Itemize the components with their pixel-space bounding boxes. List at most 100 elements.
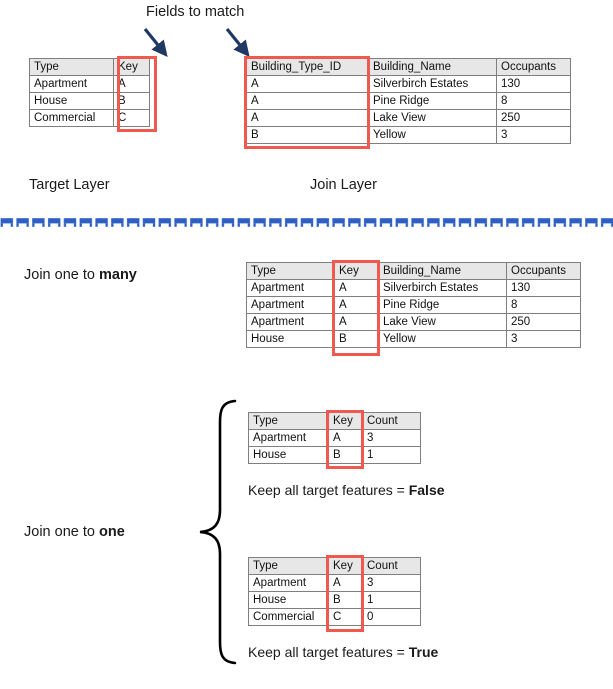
table-row: A Pine Ridge 8	[246, 92, 571, 110]
join-one-to-many-label: Join one to many	[24, 267, 137, 284]
cell-type: House	[29, 92, 114, 110]
keep-all-value: False	[408, 482, 445, 498]
join-one-to-one-label: Join one to one	[24, 524, 125, 541]
cell-type: Apartment	[29, 75, 114, 93]
target-layer-table: Type Key Apartment A House B Commercial …	[29, 58, 150, 127]
cell-building-type-id: A	[246, 92, 369, 110]
cell-occupants: 130	[506, 279, 581, 297]
cell-building-type-id: A	[246, 75, 369, 93]
target-layer-table-wrap: Type Key Apartment A House B Commercial …	[29, 58, 150, 127]
column-header: Count	[362, 557, 421, 575]
cell-building-name: Silverbirch Estates	[368, 75, 497, 93]
one-to-one-true-table: Type Key Count Apartment A 3 House B 1 C…	[248, 557, 421, 626]
cell-occupants: 3	[496, 126, 571, 144]
cell-key: B	[334, 330, 379, 348]
cell-building-name: Silverbirch Estates	[378, 279, 507, 297]
cell-count: 1	[362, 591, 421, 609]
cell-building-name: Pine Ridge	[378, 296, 507, 314]
cell-type: Apartment	[248, 429, 329, 447]
column-header: Type	[248, 557, 329, 575]
table-row: A Silverbirch Estates 130	[246, 75, 571, 93]
table-row: Apartment A	[29, 75, 150, 93]
table-row: A Lake View 250	[246, 109, 571, 127]
table-row: B Yellow 3	[246, 126, 571, 144]
column-header: Occupants	[506, 262, 581, 280]
cell-building-name: Lake View	[368, 109, 497, 127]
join-one-to-one-prefix: Join one to	[24, 524, 99, 540]
cell-type: House	[246, 330, 335, 348]
cell-key: A	[334, 296, 379, 314]
one-to-one-true-table-wrap: Type Key Count Apartment A 3 House B 1 C…	[248, 557, 421, 626]
cell-occupants: 250	[506, 313, 581, 331]
cell-building-type-id: A	[246, 109, 369, 127]
cell-type: Commercial	[29, 109, 114, 127]
table-header-row: Type Key Count	[248, 412, 421, 430]
cell-key: B	[328, 591, 363, 609]
column-header: Occupants	[496, 58, 571, 76]
cell-count: 3	[362, 429, 421, 447]
cell-building-type-id: B	[246, 126, 369, 144]
column-header: Building_Name	[368, 58, 497, 76]
column-header: Count	[362, 412, 421, 430]
keep-all-false-caption: Keep all target features = False	[248, 482, 445, 498]
cell-building-name: Pine Ridge	[368, 92, 497, 110]
keep-all-value: True	[408, 644, 439, 660]
table-row: Apartment A Lake View 250	[246, 313, 581, 331]
table-row: House B Yellow 3	[246, 330, 581, 348]
one-to-many-table: Type Key Building_Name Occupants Apartme…	[246, 262, 581, 348]
cell-key: A	[334, 313, 379, 331]
keep-all-true-caption: Keep all target features = True	[248, 644, 439, 660]
cell-occupants: 3	[506, 330, 581, 348]
cell-type: Apartment	[246, 279, 335, 297]
one-to-one-false-table: Type Key Count Apartment A 3 House B 1	[248, 412, 421, 464]
table-row: House B	[29, 92, 150, 110]
column-header: Type	[246, 262, 335, 280]
table-header-row: Type Key Building_Name Occupants	[246, 262, 581, 280]
dashed-divider-icon	[0, 217, 613, 228]
cell-type: Commercial	[248, 608, 329, 626]
cell-key: A	[328, 574, 363, 592]
column-header: Type	[29, 58, 114, 76]
cell-key: C	[328, 608, 363, 626]
column-header: Type	[248, 412, 329, 430]
table-row: Commercial C 0	[248, 608, 421, 626]
cell-key: A	[328, 429, 363, 447]
cell-type: Apartment	[246, 313, 335, 331]
table-header-row: Building_Type_ID Building_Name Occupants	[246, 58, 571, 76]
one-to-one-false-table-wrap: Type Key Count Apartment A 3 House B 1	[248, 412, 421, 464]
column-header: Building_Name	[378, 262, 507, 280]
fields-to-match-label: Fields to match	[146, 4, 245, 20]
join-one-to-one-emphasis: one	[98, 524, 125, 540]
down-right-arrow-icon	[143, 27, 168, 57]
cell-key: B	[328, 446, 363, 464]
cell-count: 1	[362, 446, 421, 464]
join-layer-caption: Join Layer	[310, 177, 377, 193]
cell-occupants: 250	[496, 109, 571, 127]
column-header: Key	[113, 58, 150, 76]
cell-building-name: Lake View	[378, 313, 507, 331]
cell-key: A	[334, 279, 379, 297]
cell-key: A	[113, 75, 150, 93]
cell-type: House	[248, 591, 329, 609]
table-header-row: Type Key Count	[248, 557, 421, 575]
curly-brace-icon	[199, 399, 237, 665]
cell-count: 3	[362, 574, 421, 592]
column-header: Key	[328, 412, 363, 430]
cell-occupants: 8	[496, 92, 571, 110]
target-layer-caption: Target Layer	[29, 177, 110, 193]
cell-type: House	[248, 446, 329, 464]
one-to-many-table-wrap: Type Key Building_Name Occupants Apartme…	[246, 262, 581, 348]
table-row: Commercial C	[29, 109, 150, 127]
join-layer-table-wrap: Building_Type_ID Building_Name Occupants…	[246, 58, 571, 144]
cell-occupants: 130	[496, 75, 571, 93]
table-header-row: Type Key	[29, 58, 150, 76]
table-row: Apartment A 3	[248, 574, 421, 592]
cell-key: B	[113, 92, 150, 110]
table-row: Apartment A Pine Ridge 8	[246, 296, 581, 314]
table-row: House B 1	[248, 591, 421, 609]
column-header: Key	[334, 262, 379, 280]
join-layer-table: Building_Type_ID Building_Name Occupants…	[246, 58, 571, 144]
keep-all-prefix: Keep all target features =	[248, 482, 409, 498]
cell-building-name: Yellow	[378, 330, 507, 348]
table-row: House B 1	[248, 446, 421, 464]
